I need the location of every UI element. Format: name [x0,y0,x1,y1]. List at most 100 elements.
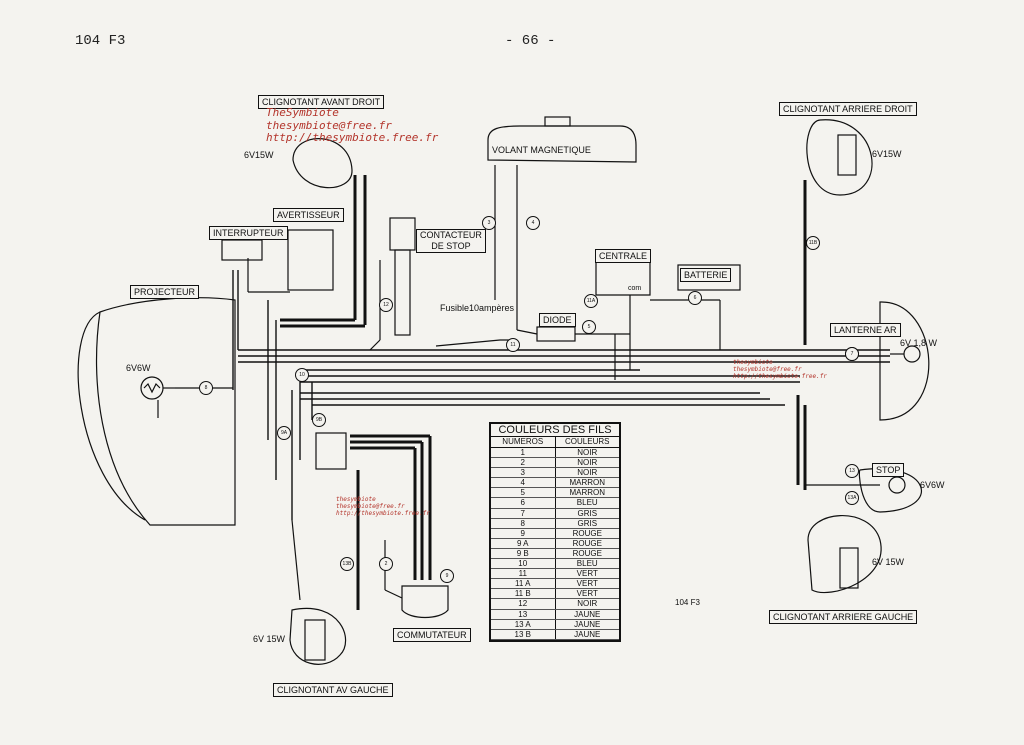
label-clignotant-avant-droit: CLIGNOTANT AVANT DROIT [258,95,385,109]
stop-switch-body [389,217,416,251]
col-numeros: NUMEROS [491,437,556,447]
wire-marker: 9B [312,413,326,427]
table-row: 11 VERT [491,569,619,580]
connector-block [315,432,347,470]
table-row: 6 BLEU [491,498,619,509]
table-row: 11 B VERT [491,589,619,600]
wire-marker: 11 [506,338,520,352]
table-cell-num: 13 B [491,629,556,639]
table-cell-color: JAUNE [574,619,601,629]
table-title: COULEURS DES FILS [491,424,619,437]
table-cell-num: 11 B [491,589,556,599]
table-cell-num: 6 [491,498,556,508]
label-contacteur-stop: CONTACTEUR DE STOP [416,229,486,253]
wire-marker: 7 [845,347,859,361]
table-cell-color: NOIR [577,448,598,457]
table-cell-color: VERT [576,579,598,589]
table-cell-num: 9 [491,528,556,538]
wire-marker: 4 [526,216,540,230]
blinker-rear-left [807,515,882,594]
table-cell-color: BLEU [576,559,598,569]
watermark-top-line: thesymbiote@free.fr [266,118,392,132]
table-cell-num: 5 [491,488,556,498]
blinker-rear-right [806,119,873,196]
diode-box [536,326,576,342]
table-cell-num: 8 [491,518,556,528]
table-header: NUMEROS COULEURS [491,437,619,448]
table-row: 1 NOIR [491,448,619,459]
table-cell-color: ROUGE [572,548,602,558]
label-projecteur: PROJECTEUR [130,285,200,299]
watermark-top-line: http://thesymbiote.free.fr [266,131,439,145]
table-row: 3 NOIR [491,468,619,479]
table-cell-color: NOIR [577,468,598,478]
table-cell-num: 11 [491,569,556,579]
contacteur-line1: CONTACTEUR [420,230,482,240]
table-cell-num: 1 [491,448,556,458]
headlight-housing [95,297,236,526]
table-cell-color: GRIS [577,518,598,528]
centrale-com-label: com [628,285,642,292]
battery-box [677,264,741,291]
table-cell-color: NOIR [577,599,598,609]
table-row: 12 NOIR [491,599,619,610]
col-couleurs: COULEURS [565,437,610,446]
model-reference: 104 F3 [675,598,700,607]
rating-avant-droit: 6V15W [244,150,274,160]
rating-arriere-droit: 6V15W [872,149,902,159]
table-row: 11 A VERT [491,579,619,590]
watermark-center: thesymbiote thesymbiote@free.fr http://t… [336,496,430,518]
table-cell-color: VERT [576,569,598,579]
table-cell-num: 10 [491,559,556,569]
table-cell-color: GRIS [577,508,598,518]
table-cell-color: VERT [576,589,598,599]
table-cell-num: 2 [491,458,556,468]
wire-marker: 13B [340,557,354,571]
wire-marker: 13A [845,491,859,505]
watermark-top-line: TheSymbiote [266,106,339,119]
wire-marker: 6 [688,291,702,305]
table-cell-color: NOIR [577,458,598,468]
table-cell-num: 7 [491,508,556,518]
table-row: 9 B ROUGE [491,548,619,560]
label-lanterne: LANTERNE AR [830,323,901,337]
centrale-box [595,259,651,296]
table-cell-num: 12 [491,599,556,609]
table-row: 7 GRIS [491,508,619,519]
wire-marker: 2 [379,557,393,571]
wire-marker: 5 [582,320,596,334]
label-fusible: Fusible10ampères [440,303,515,313]
table-cell-num: 9 B [491,548,556,559]
table-cell-num: 3 [491,468,556,478]
watermark-right-line: thesymbiote@free.fr [733,365,802,373]
table-cell-color: MARRON [569,478,606,488]
label-centrale: CENTRALE [595,249,652,263]
table-cell-color: BLEU [576,498,598,508]
table-row: 13 B JAUNE [491,629,619,640]
table-cell-color: ROUGE [572,538,602,548]
watermark-top: TheSymbiote thesymbiote@free.fr http://t… [266,106,439,145]
wire-marker: 12 [379,298,393,312]
table-row: 10 BLEU [491,559,619,570]
horn-body [287,229,334,291]
watermark-center-line: thesymbiote [336,496,376,503]
rating-lanterne: 6V 1,8 W [900,338,938,348]
wire-marker: 13 [845,464,859,478]
table-cell-color: JAUNE [574,629,601,639]
table-cell-num: 11 A [491,579,556,589]
rating-stop: 6V6W [920,480,945,490]
label-diode: DIODE [539,313,576,327]
table-row: 2 NOIR [491,458,619,469]
wire-marker: 11A [584,294,598,308]
page-number: - 66 - [505,33,556,49]
label-clignotant-av-gauche: CLIGNOTANT AV GAUCHE [273,683,393,697]
label-avertisseur: AVERTISSEUR [273,208,344,222]
wire-marker: 10 [295,368,309,382]
wire-marker: 9 [440,569,454,583]
